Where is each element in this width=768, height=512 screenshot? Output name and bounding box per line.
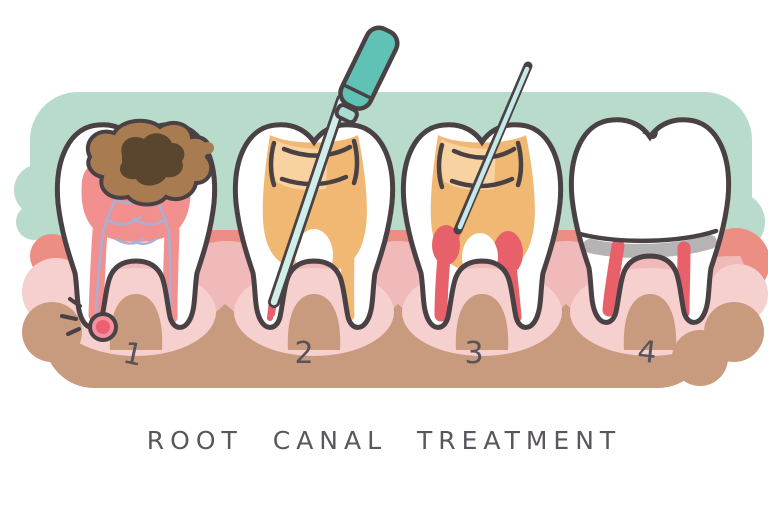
decay-dark-core xyxy=(119,133,185,186)
cervical-line xyxy=(577,228,719,244)
tooth-stage-3 xyxy=(403,125,560,328)
pain-emphasis-marks xyxy=(60,297,82,336)
gum-layer xyxy=(44,240,746,346)
tooth-stage-1 xyxy=(57,118,214,342)
crown-margin-shadow xyxy=(583,235,717,258)
dental-handpiece-tool xyxy=(267,25,400,321)
tool-shaft xyxy=(270,96,346,306)
stage-label-3: 3 xyxy=(464,336,483,371)
file-shaft xyxy=(457,66,530,230)
tool-handle-groove xyxy=(343,83,372,100)
tooth-stage-4 xyxy=(571,120,728,323)
tooth-stage-2 xyxy=(235,125,392,328)
illustration-title: ROOT CANAL TREATMENT xyxy=(146,426,622,455)
stage-label-4: 4 xyxy=(636,334,659,371)
root-canal-file-tool xyxy=(453,61,533,235)
stage-label-2: 2 xyxy=(294,336,313,371)
decay-spot xyxy=(202,142,214,154)
jawbone-edge-bumps xyxy=(22,302,764,386)
abscess-core xyxy=(96,320,110,334)
tool-collar xyxy=(334,103,359,125)
interradicular-bone-mounds xyxy=(109,294,677,350)
